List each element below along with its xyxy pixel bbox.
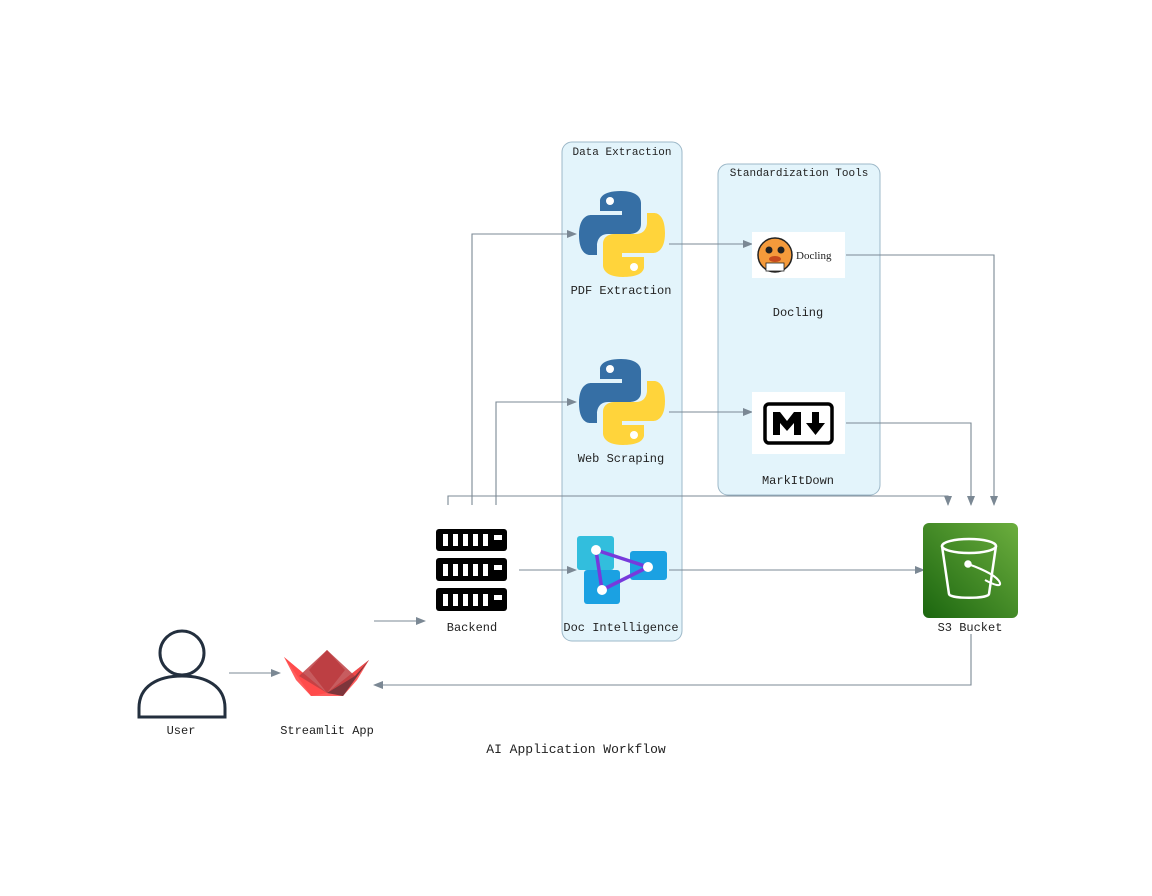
edge-docling-s3 (846, 254, 998, 506)
diagram-title: AI Application Workflow (486, 742, 666, 757)
python-icon (579, 359, 665, 445)
node-docling[interactable]: Docling Docling (752, 232, 845, 320)
node-doc-intelligence-label: Doc Intelligence (563, 621, 678, 635)
s3-bucket-background (923, 523, 1018, 618)
node-backend-label: Backend (447, 621, 497, 635)
cluster-standardization-tools-label: Standardization Tools (730, 168, 869, 180)
node-doc-intelligence[interactable]: Doc Intelligence (563, 536, 679, 635)
node-streamlit-app[interactable]: Streamlit App (280, 650, 374, 738)
s3-bucket-icon (940, 537, 1002, 599)
node-streamlit-app-label: Streamlit App (280, 724, 374, 738)
python-icon (579, 191, 665, 277)
user-icon (137, 629, 227, 719)
node-web-scraping-label: Web Scraping (578, 452, 664, 466)
node-docling-label: Docling (773, 306, 823, 320)
node-pdf-extraction-label: PDF Extraction (571, 284, 672, 298)
node-markitdown-label: MarkItDown (762, 474, 834, 488)
streamlit-boat-icon (284, 650, 369, 696)
node-user[interactable]: User (137, 629, 227, 738)
node-s3-bucket[interactable]: S3 Bucket (923, 523, 1018, 635)
node-s3-bucket-label: S3 Bucket (938, 621, 1003, 635)
markdown-icon (763, 402, 834, 445)
edge-markitdown-s3 (846, 422, 975, 506)
edge-backend-pdf (471, 230, 577, 505)
docling-logo-text: Docling (796, 250, 832, 262)
node-pdf-extraction[interactable]: PDF Extraction (571, 191, 672, 298)
docling-duck-icon (757, 237, 793, 273)
edges (229, 230, 998, 689)
edge-backend-s3 (447, 495, 952, 506)
cluster-data-extraction-label: Data Extraction (572, 147, 671, 159)
node-user-label: User (167, 724, 196, 738)
edge-backend-web (495, 398, 577, 505)
node-markitdown[interactable]: MarkItDown (752, 392, 845, 488)
node-web-scraping[interactable]: Web Scraping (578, 359, 665, 466)
edge-s3-streamlit (373, 634, 972, 689)
server-rack-icon (436, 529, 507, 611)
azure-doc-intelligence-icon (577, 536, 667, 604)
node-backend[interactable]: Backend (436, 529, 507, 635)
